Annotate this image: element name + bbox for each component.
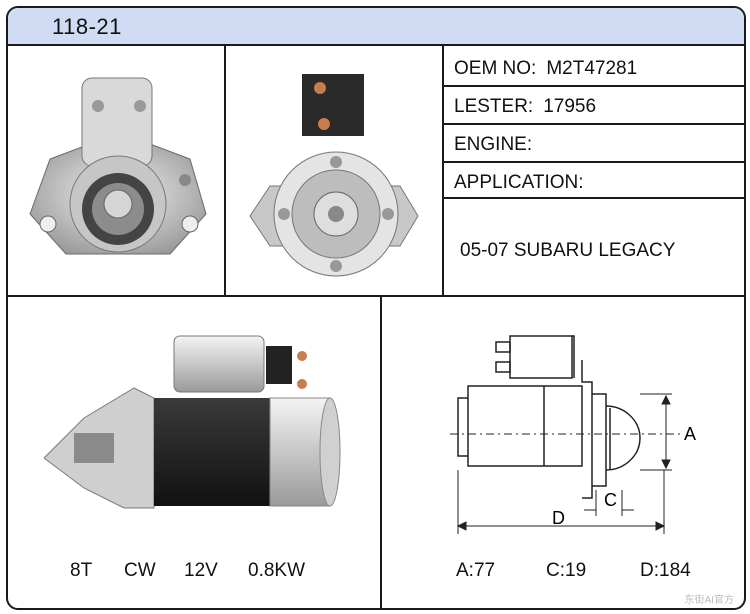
power: 0.8KW	[248, 560, 306, 581]
dimension-a: A:77	[456, 560, 496, 581]
lester-value: 17956	[543, 96, 597, 117]
starter-rear-view-image	[249, 74, 419, 277]
dimension-label-d: D	[552, 508, 565, 528]
voltage: 12V	[184, 560, 218, 581]
divider	[442, 161, 744, 163]
rotation: CW	[124, 560, 156, 581]
application-row: APPLICATION:	[454, 172, 584, 194]
divider	[224, 44, 226, 297]
lester-label: LESTER:	[454, 96, 534, 117]
dimension-drawing: A C D	[450, 335, 696, 534]
teeth-count: 8T	[70, 560, 93, 581]
dimension-label-a: A	[684, 424, 696, 444]
part-number: 118-21	[52, 14, 122, 39]
oem-row: OEM NO: M2T47281	[454, 58, 637, 80]
watermark: 东街AI官方	[684, 595, 734, 606]
divider	[442, 197, 744, 199]
divider	[442, 85, 744, 87]
divider	[442, 44, 444, 297]
divider	[8, 295, 744, 297]
application-label: APPLICATION:	[454, 172, 584, 193]
dimension-label-c: C	[604, 490, 617, 510]
title-bar: 118-21	[8, 8, 744, 46]
dimension-c: C:19	[546, 560, 587, 581]
dimension-d: D:184	[640, 560, 691, 581]
oem-value: M2T47281	[546, 58, 638, 79]
engine-row: ENGINE:	[454, 134, 542, 156]
lester-row: LESTER: 17956	[454, 96, 596, 118]
divider	[442, 123, 744, 125]
starter-front-view-image	[29, 77, 207, 255]
engine-label: ENGINE:	[454, 134, 533, 155]
starter-side-view-image	[44, 335, 341, 509]
spec-sheet: 118-21 OEM NO: M2T47281 LESTER: 17956 ENGI…	[6, 6, 746, 610]
application-value: 05-07 SUBARU LEGACY	[460, 240, 676, 261]
divider	[380, 295, 382, 608]
oem-label: OEM NO:	[454, 58, 537, 79]
